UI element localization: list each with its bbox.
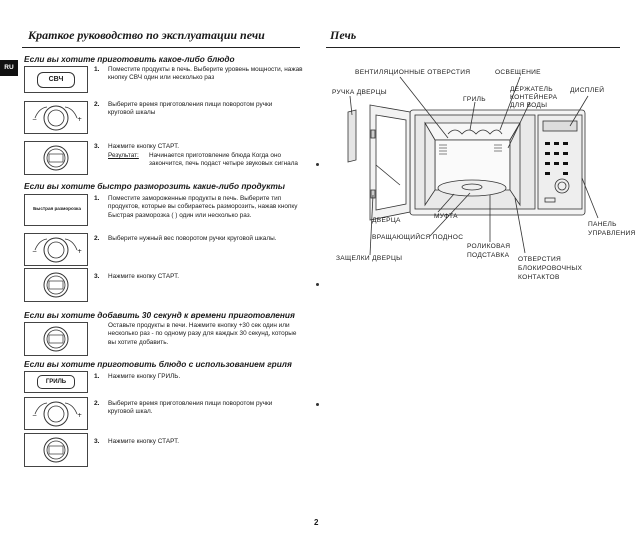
divider-dot [316,403,319,406]
step-number: 2. [94,235,100,242]
result-text: Начинается приготовление блюда Когда оно… [149,152,298,168]
step-number: 3. [94,143,100,150]
step-text: Поместите продукты в печь. Выберите уров… [108,66,303,82]
start-dial-icon [43,272,69,298]
start-button-icon [24,141,88,175]
step-number: 1. [94,373,100,380]
section-heading: Если вы хотите быстро разморозить какие-… [24,181,285,191]
step-text: Выберите нужный вес поворотом ручки круг… [108,235,277,242]
section-heading: Если вы хотите добавить 30 секунд к врем… [24,310,295,320]
section-heading: Если вы хотите приготовить блюдо с испол… [24,359,292,369]
label-coupler: МУФТА [434,213,458,220]
rotary-dial-icon: − + [32,401,82,427]
language-tab: RU [0,60,18,76]
start-button-icon [24,268,88,302]
rotary-dial-icon: − + [32,237,82,263]
label-grill: ГРИЛЬ [463,96,486,103]
step-number: 2. [94,400,100,407]
left-title-rule [22,47,300,48]
step-text: Нажмите кнопку СТАРТ. [108,273,180,280]
divider-dot [316,283,319,286]
label-door: ДВЕРЦА [372,217,401,224]
start-button-icon [24,322,88,356]
svg-text:+: + [77,412,82,419]
label-door-latches: ЗАЩЕЛКИ ДВЕРЦЫ [336,255,403,262]
step-number: 3. [94,438,100,445]
step-text: Нажмите кнопку СТАРТ. [108,143,180,150]
step-text: Выберите время приготовления пищи поворо… [108,101,273,117]
step-text: Оставьте продукты в печи. Нажмите кнопку… [108,322,297,346]
label-vents: ВЕНТИЛЯЦИОННЫЕ ОТВЕРСТИЯ [355,69,471,76]
step-number: 1. [94,195,100,202]
svg-text:−: − [32,412,37,419]
label-control-panel: ПАНЕЛЬ УПРАВЛЕНИЯ [588,221,636,237]
defrost-key-label: Быстрая разморозка [33,206,81,211]
step-text: Нажмите кнопку ГРИЛЬ. [108,373,181,380]
left-page-title: Краткое руководство по эксплуатации печи [28,28,265,42]
label-roller-ring: РОЛИКОВАЯ ПОДСТАВКА [467,243,511,259]
step-text: Выберите время приготовления пищи поворо… [108,400,273,416]
defrost-button-icon: Быстрая разморозка [24,194,88,226]
dial-icon: − + [24,397,88,430]
page-number: 2 [314,518,319,527]
dial-icon: − + [24,101,88,134]
start-dial-icon [43,145,69,171]
step-text: Нажмите кнопку СТАРТ. [108,438,180,445]
svch-key: СВЧ [37,72,75,88]
step-text: Поместите замороженные продукты в печь. … [108,195,298,219]
microwave-oven-diagram [347,76,599,256]
label-light: ОСВЕЩЕНИЕ [495,69,541,76]
label-door-handle: РУЧКА ДВЕРЦЫ [332,89,387,96]
right-page-title: Печь [330,28,357,42]
start-button-icon [24,433,88,467]
svg-text:+: + [77,248,82,255]
step-number: 3. [94,273,100,280]
label-interlock-holes: ОТВЕРСТИЯ БЛОКИРОВОЧНЫХ КОНТАКТОВ [518,256,583,281]
section-heading: Если вы хотите приготовить какое-либо бл… [24,54,235,64]
step-number: 2. [94,101,100,108]
rotary-dial-icon: − + [32,105,82,131]
start-dial-icon [43,326,69,352]
svg-text:−: − [32,116,37,123]
result-label: Результат: [108,152,139,159]
grill-button-icon: ГРИЛЬ [24,371,88,393]
divider-dot [316,163,319,166]
label-turntable: ВРАЩАЮЩИЙСЯ ПОДНОС [372,234,464,241]
svg-text:−: − [32,248,37,255]
label-water-holder: ДЕРЖАТЕЛЬ КОНТЕЙНЕРА ДЛЯ ВОДЫ [510,86,558,109]
grill-key: ГРИЛЬ [37,375,75,389]
dial-icon: − + [24,233,88,266]
right-title-rule [326,47,620,48]
start-dial-icon [43,437,69,463]
svg-text:+: + [77,116,82,123]
step-number: 1. [94,66,100,73]
label-display: ДИСПЛЕЙ [570,87,605,94]
microwave-button-icon: СВЧ [24,66,88,93]
